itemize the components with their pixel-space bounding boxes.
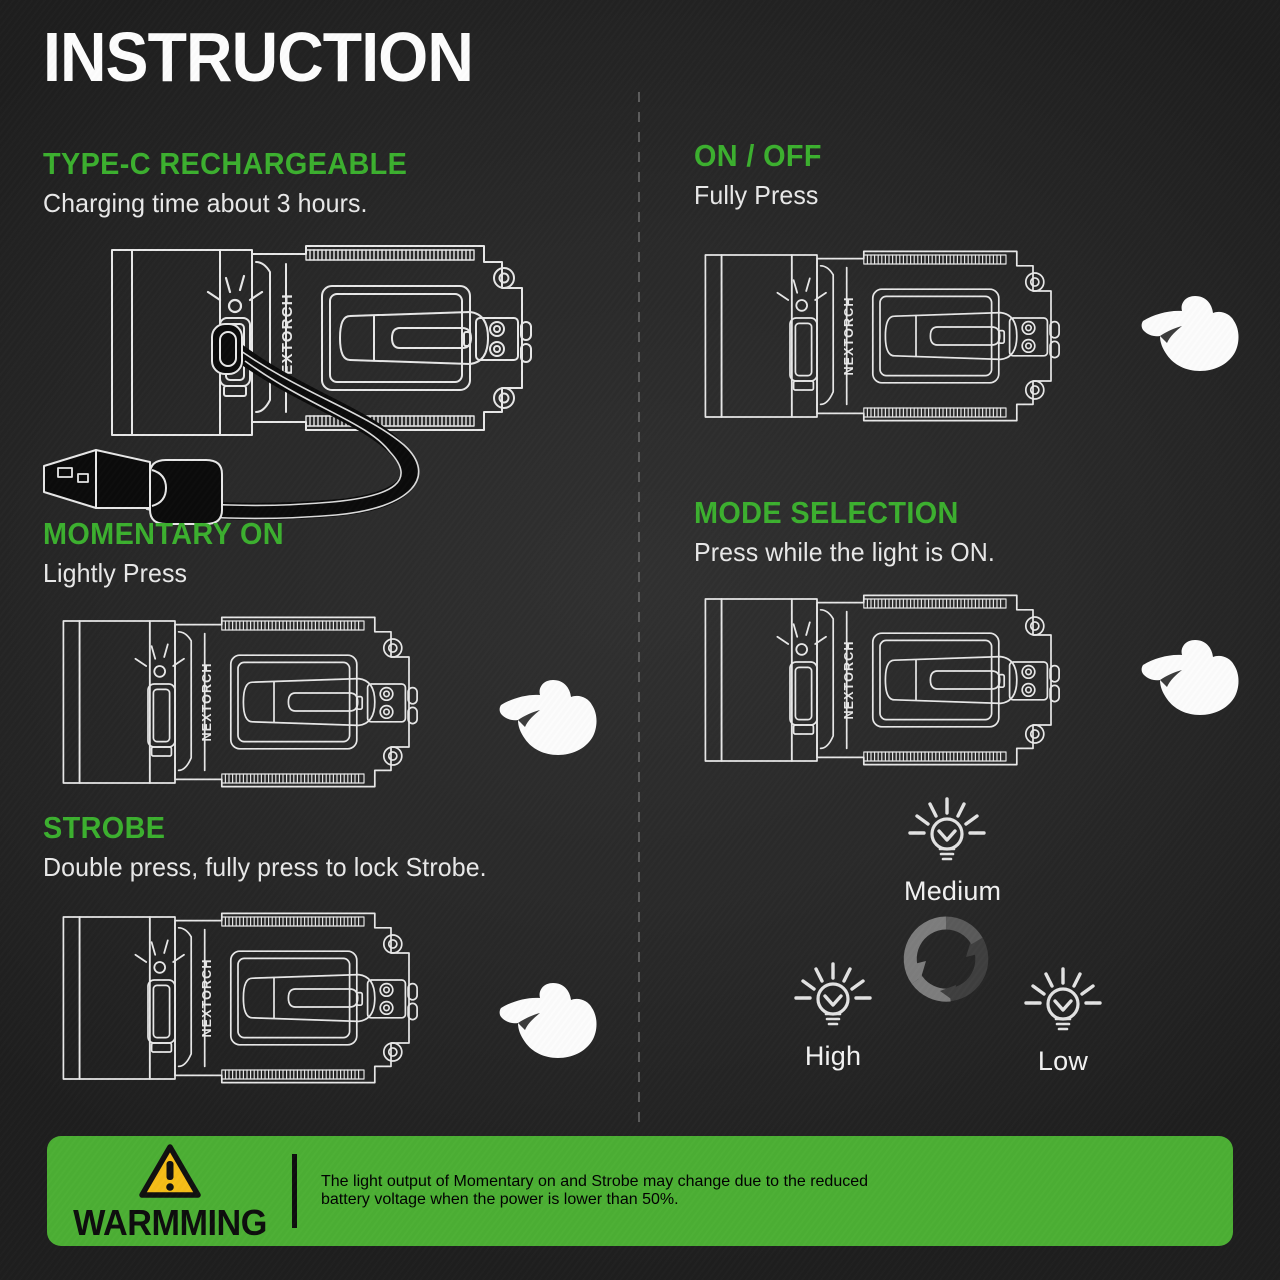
mode-item-medium: Medium [904,795,1002,907]
section-momentary-on: MOMENTARY ON Lightly Press [43,516,302,589]
section-subtext-momentary-on: Lightly Press [43,557,188,588]
brand-label-strobe: NEXTORCH [200,958,214,1037]
brand-label-on-off: NEXTORCH [842,296,856,375]
mode-cycle-diagram: Medium High [762,795,1132,1095]
illustration-momentary-on: NEXTORCH [48,612,518,792]
mode-label-high: High [804,1041,862,1071]
section-heading-on-off: ON / OFF [694,138,822,173]
section-heading-strobe: STROBE [43,810,166,845]
mode-label-medium: Medium [904,876,1002,906]
illustration-strobe: NEXTORCH [48,908,518,1088]
illustration-on-off: NEXTORCH [690,246,1160,426]
hand-pointer-strobe [498,975,608,1070]
warning-word: WARMMING [72,1201,267,1243]
brand-label-mode-selection: NEXTORCH [842,640,856,719]
warning-banner: WARMMING The light output of Momentary o… [47,1136,1233,1246]
hand-pointer-mode-selection [1140,632,1250,727]
section-heading-momentary-on: MOMENTARY ON [43,516,284,551]
mode-item-low: Low [1020,965,1106,1077]
mode-label-low: Low [1037,1046,1089,1076]
hand-pointer-on-off [1140,288,1250,383]
column-divider [638,92,640,1127]
illustration-type-c: NEXTORCH [34,240,594,525]
mode-item-high: High [790,960,876,1072]
section-subtext-type-c: Charging time about 3 hours. [43,187,368,218]
section-subtext-strobe: Double press, fully press to lock Strobe… [43,851,487,882]
warning-line-2: battery voltage when the power is lower … [321,1191,679,1208]
section-strobe: STROBE Double press, fully press to lock… [43,810,505,883]
illustration-mode-selection: NEXTORCH [690,590,1160,770]
warning-line-1: The light output of Momentary on and Str… [321,1173,869,1190]
light-bulb-icon-low [1024,967,1102,1031]
light-bulb-icon-medium [908,797,986,861]
brand-label-momentary-on: NEXTORCH [200,662,214,741]
section-on-off: ON / OFF Fully Press [694,138,832,211]
circular-arrows-icon [900,913,992,1005]
brand-label-type-c: NEXTORCH [279,293,296,387]
warning-message: The light output of Momentary on and Str… [321,1173,868,1209]
section-mode-selection: MODE SELECTION Press while the light is … [694,495,1007,568]
section-heading-type-c: TYPE-C RECHARGEABLE [43,146,408,181]
light-bulb-icon-high [794,962,872,1026]
hand-pointer-momentary-on [498,672,608,767]
page-title: INSTRUCTION [43,18,474,96]
warning-divider [292,1154,297,1228]
section-subtext-on-off: Fully Press [694,179,819,210]
section-type-c: TYPE-C RECHARGEABLE Charging time about … [43,146,435,219]
warning-badge: WARMMING [47,1142,292,1241]
warning-triangle-icon [138,1143,201,1204]
section-subtext-mode-selection: Press while the light is ON. [694,536,995,567]
section-heading-mode-selection: MODE SELECTION [694,495,959,530]
